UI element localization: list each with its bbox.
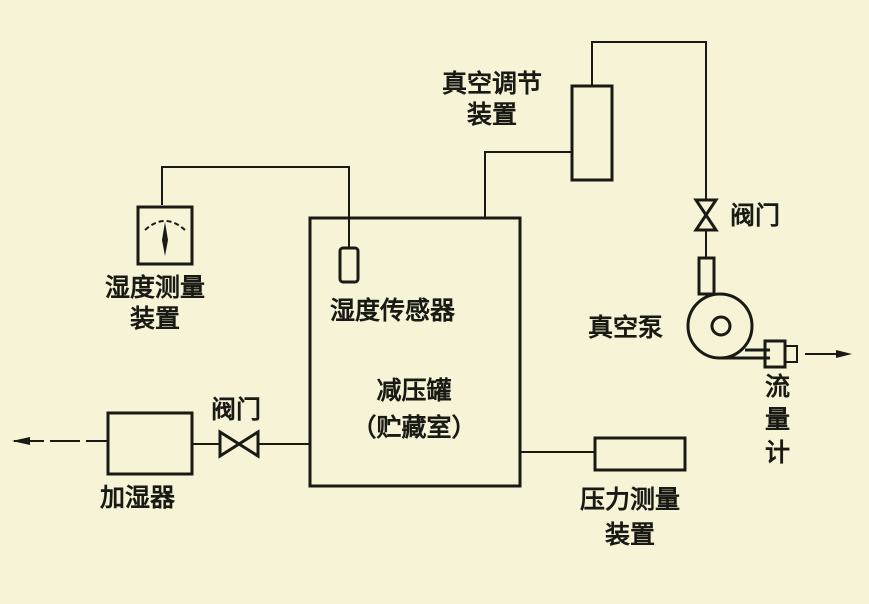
- label-line: 减压罐: [376, 376, 452, 405]
- label-line: 量: [765, 405, 791, 434]
- valve-left-icon: [218, 429, 260, 459]
- humidity-meter: [136, 205, 194, 266]
- humidity-sensor: [338, 246, 360, 284]
- vacuum-regulator: [570, 84, 614, 182]
- valve-top-label: 阀门: [730, 201, 781, 230]
- label-line: 装置: [467, 100, 518, 129]
- valve-left-label: 阀门: [211, 395, 262, 424]
- tank-label: 减压罐 （贮藏室）: [314, 375, 514, 443]
- humidifier-label: 加湿器: [100, 483, 176, 512]
- label-line: 湿度测量: [105, 273, 206, 302]
- inlet-arrow: [12, 437, 107, 445]
- label-line: 真空调节: [442, 69, 543, 98]
- humidifier: [106, 411, 194, 476]
- vacuum-pump-label: 真空泵: [588, 313, 664, 342]
- connecting-pipes: [161, 41, 707, 453]
- vacuum-regulator-label: 真空调节 装置: [442, 68, 542, 130]
- outlet-arrow: [805, 350, 852, 358]
- flowmeter-label: 流 量 计: [765, 370, 790, 469]
- label-line: 计: [765, 438, 791, 467]
- label-line: 流: [765, 372, 791, 401]
- flowmeter: [763, 339, 798, 369]
- label-line: 装置: [130, 304, 181, 333]
- humidity-meter-label: 湿度测量 装置: [105, 272, 205, 334]
- decompression-tank: [308, 216, 522, 488]
- vacuum-pump: [686, 256, 770, 360]
- valve-top-icon: [693, 198, 719, 232]
- label-line: 压力测量: [580, 485, 681, 514]
- pressure-meter-label: 压力测量 装置: [580, 484, 680, 550]
- label-line: 装置: [605, 520, 656, 549]
- humidity-sensor-label: 湿度传感器: [330, 296, 456, 325]
- label-line: （贮藏室）: [351, 413, 477, 442]
- pressure-meter: [593, 436, 687, 472]
